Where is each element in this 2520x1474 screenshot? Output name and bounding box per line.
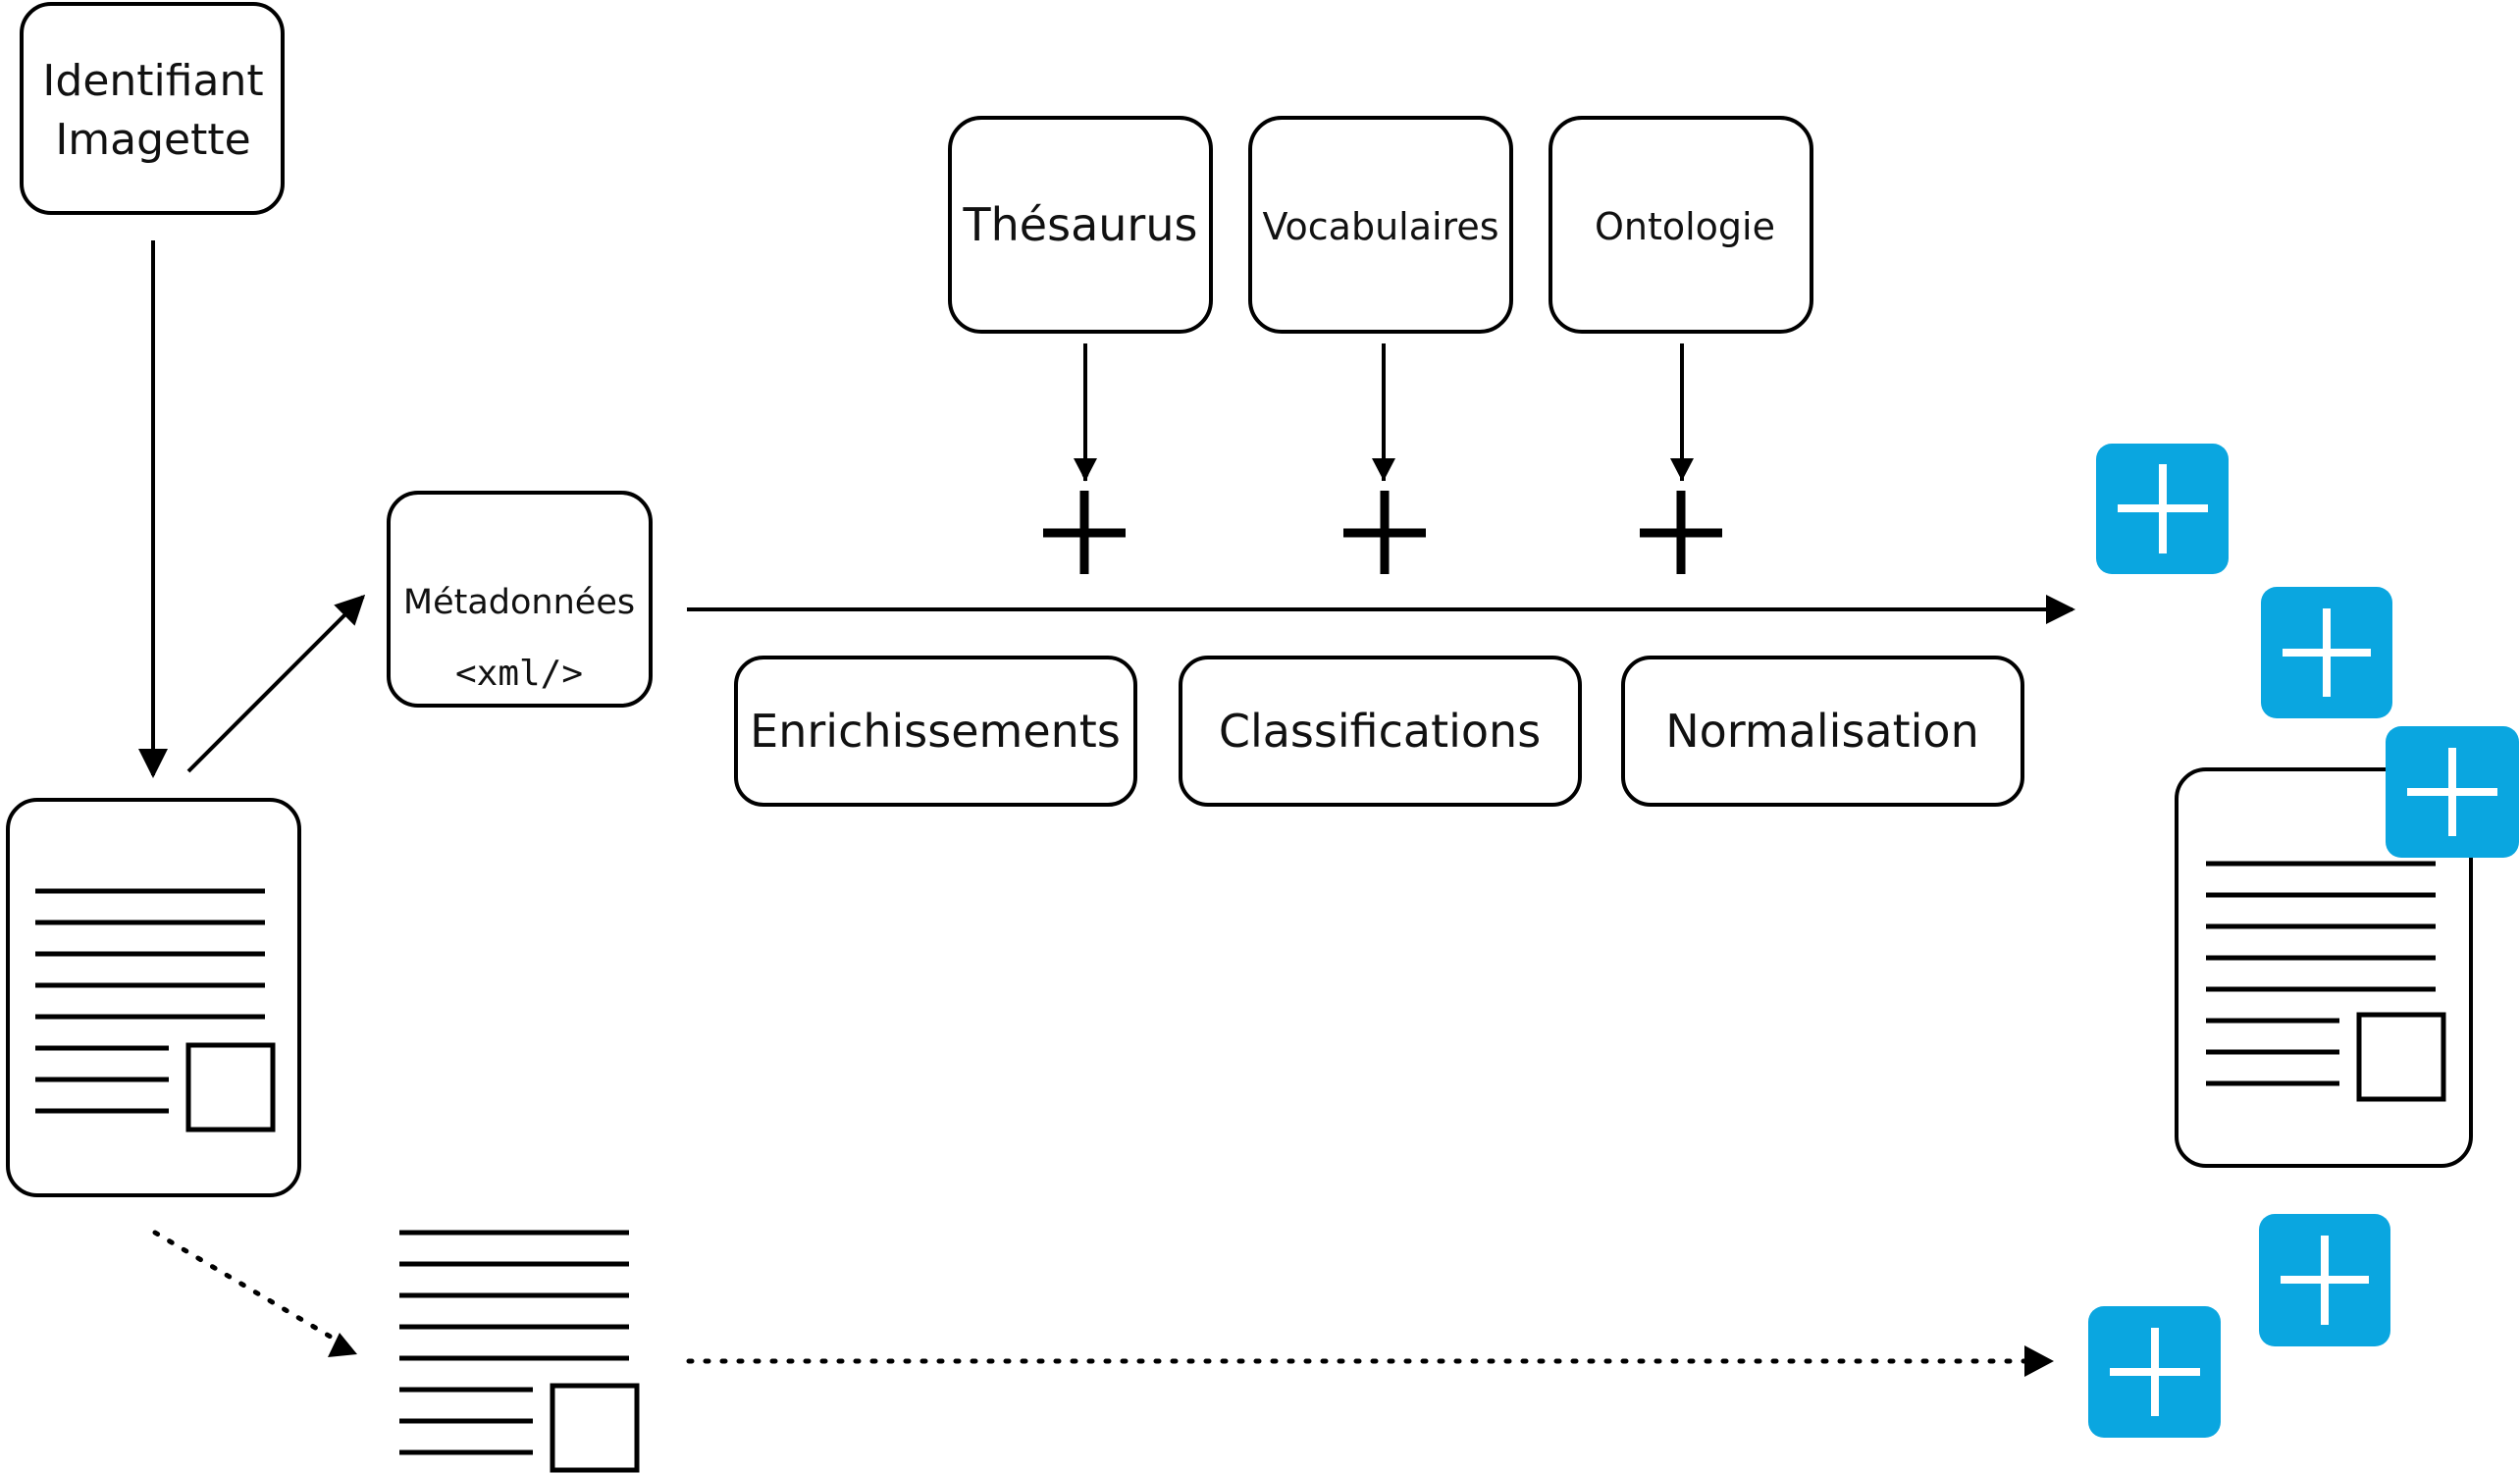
- plus-badge-icon: [2386, 726, 2519, 858]
- enriched-document-icon: [2175, 767, 2473, 1168]
- thesaurus-node: Thésaurus: [948, 116, 1213, 334]
- vocabulaires-label: Vocabulaires: [1262, 205, 1498, 248]
- identifiant-imagette-node: Identifiant Imagette: [20, 2, 285, 215]
- identifiant-imagette-line2: Imagette: [55, 115, 250, 165]
- source-document-icon: [6, 798, 301, 1197]
- plus-icon: [1343, 491, 1426, 574]
- plus-icon: [1640, 491, 1722, 574]
- plus-badge-icon: [2088, 1306, 2221, 1438]
- plus-icon: [1043, 491, 1126, 574]
- plus-badge-icon: [2259, 1214, 2390, 1346]
- dotted-arrowhead: [2024, 1345, 2054, 1377]
- dotted-arrow-document-to-text: [152, 1230, 337, 1342]
- thesaurus-label: Thésaurus: [963, 198, 1198, 251]
- metadonnees-xml-code: <xml/>: [455, 654, 583, 694]
- ontologie-node: Ontologie: [1549, 116, 1813, 334]
- normalisation-node: Normalisation: [1621, 656, 2024, 807]
- extracted-text-icon: [399, 1230, 640, 1473]
- enrichissements-label: Enrichissements: [750, 705, 1121, 758]
- dotted-arrowhead: [328, 1333, 357, 1357]
- classifications-node: Classifications: [1179, 656, 1582, 807]
- plus-badge-icon: [2096, 444, 2229, 574]
- arrow-document-to-metadonnees: [186, 594, 366, 773]
- ontologie-label: Ontologie: [1595, 205, 1775, 248]
- enrichissements-node: Enrichissements: [734, 656, 1137, 807]
- classifications-label: Classifications: [1219, 705, 1541, 758]
- metadonnees-label: Métadonnées: [403, 583, 635, 622]
- metadonnees-node: Métadonnées <xml/>: [387, 491, 653, 708]
- normalisation-label: Normalisation: [1665, 705, 1978, 758]
- vocabulaires-node: Vocabulaires: [1248, 116, 1513, 334]
- identifiant-imagette-line1: Identifiant: [42, 56, 263, 106]
- plus-badge-icon: [2261, 587, 2392, 718]
